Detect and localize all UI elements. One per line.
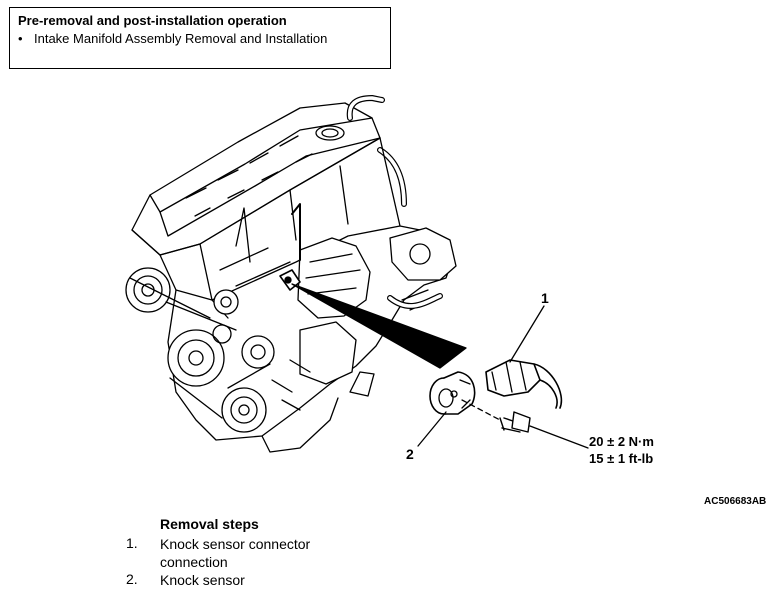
step-text-line: connection	[160, 554, 228, 570]
operation-item: • Intake Manifold Assembly Removal and In…	[18, 31, 327, 46]
bullet: •	[18, 31, 23, 46]
operation-title: Pre-removal and post-installation operat…	[18, 13, 287, 28]
step-number: 2.	[126, 571, 138, 587]
operation-link-text[interactable]: Intake Manifold Assembly Removal and Ins…	[34, 31, 328, 46]
torque-imperial: 15 ± 1 ft-lb	[589, 451, 654, 466]
step-number: 1.	[126, 535, 138, 551]
figure-id: AC506683AB	[704, 496, 767, 507]
engine-illustration	[125, 95, 457, 453]
step-text-line: Knock sensor connector	[160, 536, 311, 552]
knock-sensor-detail	[417, 305, 589, 449]
removal-step-2[interactable]: 2. Knock sensor	[126, 571, 245, 589]
zoom-indicator	[291, 283, 467, 369]
callout-sensor: 2	[406, 446, 414, 462]
torque-metric: 20 ± 2 N·m	[589, 434, 654, 449]
step-text: Knock sensor connector connection	[160, 535, 310, 571]
removal-steps-heading: Removal steps	[160, 516, 259, 532]
pre-removal-operation-box: Pre-removal and post-installation operat…	[9, 7, 391, 69]
removal-step-1[interactable]: 1. Knock sensor connector connection	[126, 535, 310, 571]
callout-connector: 1	[541, 290, 549, 306]
step-text: Knock sensor	[160, 572, 245, 588]
